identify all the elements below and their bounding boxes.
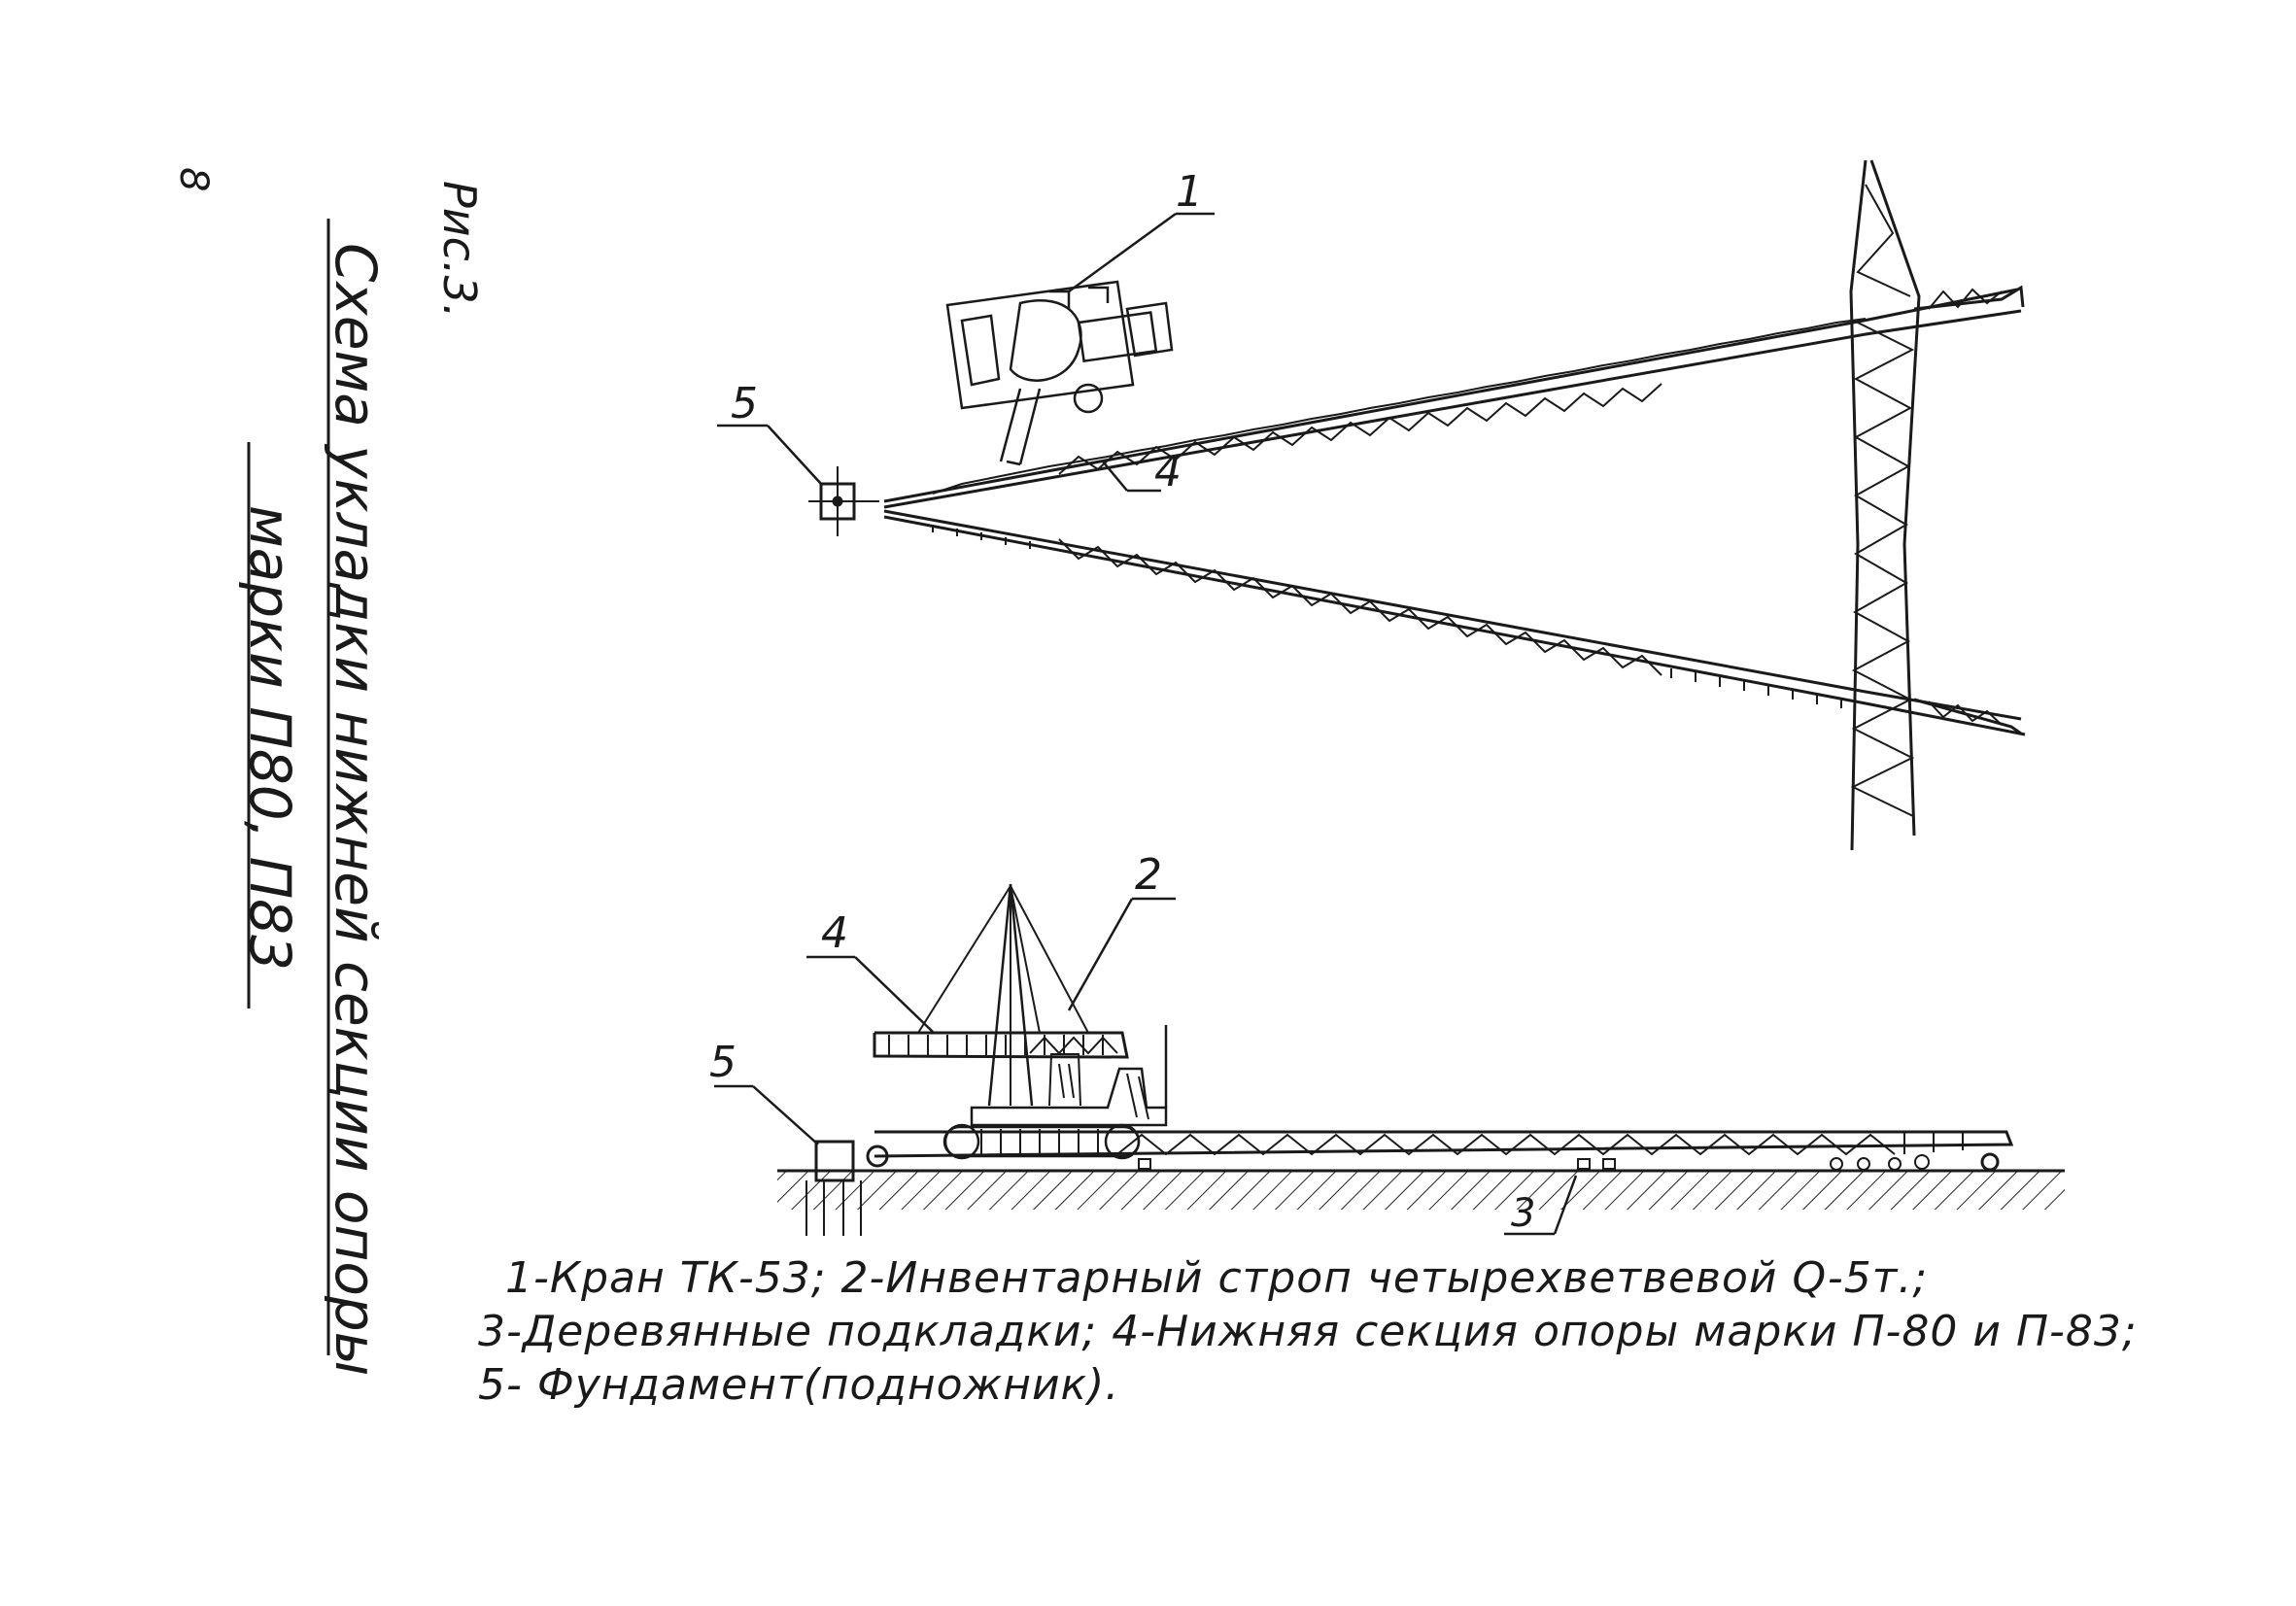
elevation-view: 4 2 5 3 [709,850,2065,1236]
ground-hatch [777,1171,2065,1210]
legend-line-1: 1-Кран ТК-53; 2-Инвентарный строп четыре… [505,1253,1929,1303]
plan-view: 5 1 4 [717,159,2026,851]
plan-callout-5: 5 [731,379,758,428]
legend-line-3: 5- Фундамент(подножник). [478,1360,1120,1410]
crane-elevation [942,883,1168,1160]
lower-leg-truss [883,509,2026,736]
lying-section-truss [866,1130,2014,1172]
foundation-elevation [805,1140,862,1236]
elevation-callout-4: 4 [821,908,848,958]
tower-arms [1913,285,2025,735]
tower-truss [1849,159,1921,851]
upper-leg-truss [883,288,2022,509]
elevation-callout-5: 5 [709,1038,737,1087]
hanging-section [873,1031,1129,1059]
elevation-callout-2: 2 [1135,850,1162,900]
plan-callout-1: 1 [1176,167,1203,217]
elevation-callout-3: 3 [1511,1191,1535,1236]
legend-line-2: 3-Деревянные подкладки; 4-Нижняя секция … [478,1307,2138,1356]
foundation-plan [808,466,879,536]
plan-callout-4: 4 [1154,447,1182,496]
wooden-sleepers [1138,1154,1930,1171]
title-underlines [247,219,330,1355]
elevation-leaders [714,897,1578,1236]
crane-plan [945,280,1174,466]
plan-leaders [717,212,1215,493]
sling [917,885,1089,1034]
